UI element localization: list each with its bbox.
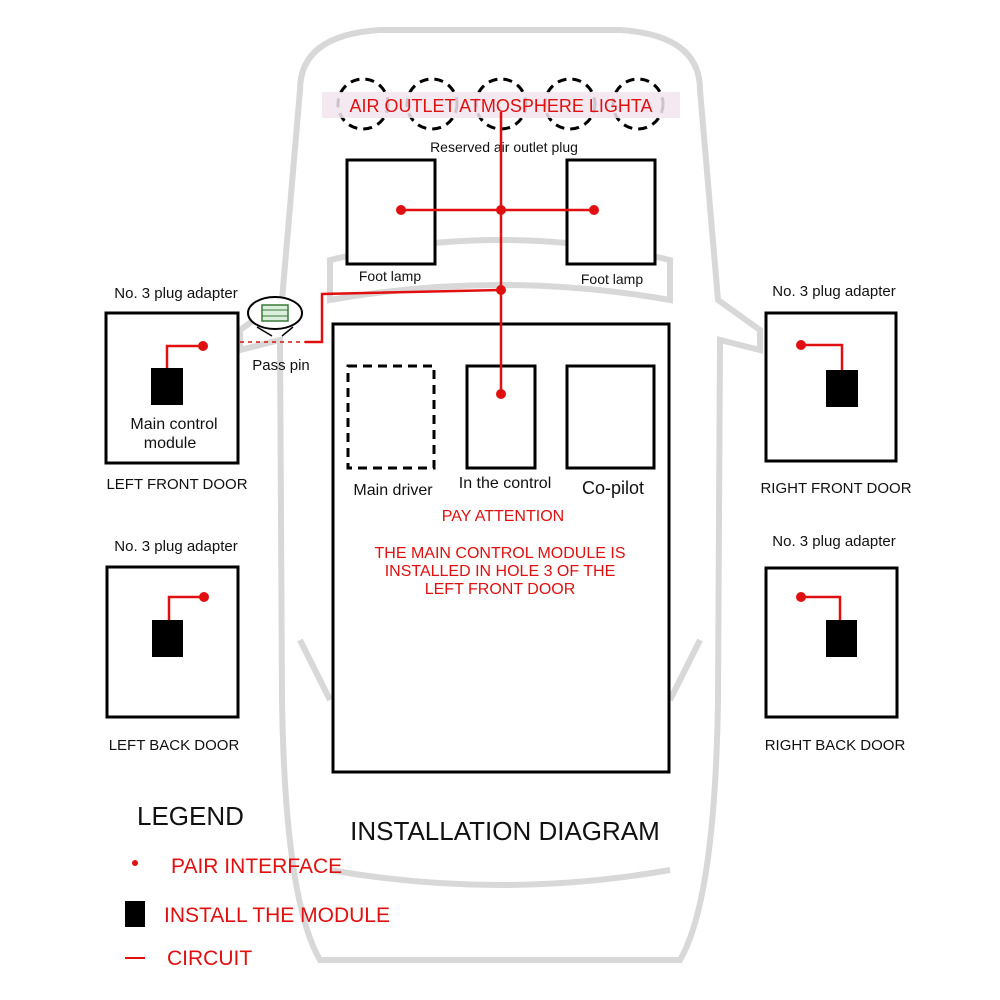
left-foot-lamp-box — [345, 158, 437, 266]
reserved-plug-label: Reserved air outlet plug — [430, 139, 578, 155]
note-line-3: LEFT FRONT DOOR — [425, 581, 576, 598]
note-line-2: INSTALLED IN HOLE 3 OF THE — [385, 563, 616, 580]
left-back-module — [152, 620, 183, 657]
right-foot-lamp-label: Foot lamp — [581, 271, 643, 287]
right-front-interface — [796, 340, 806, 350]
legend-install-module-label: INSTALL THE MODULE — [164, 904, 390, 927]
pay-attention-label: PAY ATTENTION — [442, 508, 564, 525]
main-driver-box — [346, 364, 436, 470]
diagram-title: INSTALLATION DIAGRAM — [350, 816, 660, 846]
pass-pin-connector — [240, 296, 305, 343]
right-back-door-caption: RIGHT BACK DOOR — [765, 737, 906, 754]
left-front-interface — [198, 341, 208, 351]
main-driver-label: Main driver — [353, 482, 433, 499]
center-junction — [496, 205, 506, 215]
legend: LEGEND PAIR INTERFACE INSTALL THE MODULE… — [125, 801, 390, 970]
right-foot-lamp-interface — [589, 205, 599, 215]
left-back-adapter-label: No. 3 plug adapter — [114, 538, 237, 555]
right-back-module — [826, 620, 857, 657]
right-back-interface — [796, 592, 806, 602]
pass-pin-label: Pass pin — [252, 357, 310, 374]
left-front-module — [151, 368, 183, 405]
pass-pin-junction — [496, 285, 506, 295]
left-foot-lamp-interface — [396, 205, 406, 215]
left-front-door-caption: LEFT FRONT DOOR — [106, 476, 247, 493]
left-back-interface — [199, 592, 209, 602]
right-front-adapter-label: No. 3 plug adapter — [772, 283, 895, 300]
legend-module-swatch — [125, 901, 145, 927]
right-foot-lamp-box — [565, 158, 657, 266]
right-front-module — [826, 370, 858, 407]
right-back-door-box — [764, 566, 899, 719]
left-foot-lamp-label: Foot lamp — [359, 268, 421, 284]
co-pilot-box — [565, 364, 656, 470]
right-front-door-caption: RIGHT FRONT DOOR — [760, 480, 911, 497]
legend-pair-interface-label: PAIR INTERFACE — [171, 855, 342, 878]
legend-pair-interface-swatch — [132, 860, 138, 866]
main-control-label-1: Main control — [130, 416, 217, 433]
left-front-adapter-label: No. 3 plug adapter — [114, 285, 237, 302]
left-back-door-caption: LEFT BACK DOOR — [109, 737, 240, 754]
legend-circuit-label: CIRCUIT — [167, 947, 252, 970]
legend-title: LEGEND — [137, 801, 244, 831]
in-control-label: In the control — [459, 475, 552, 492]
air-outlet-title: AIR OUTLET ATMOSPHERE LIGHTA — [349, 96, 652, 116]
right-back-adapter-label: No. 3 plug adapter — [772, 533, 895, 550]
main-control-label-2: module — [144, 435, 197, 452]
central-circuit — [305, 112, 599, 399]
in-control-interface — [496, 389, 506, 399]
car-silhouette — [237, 27, 763, 963]
note-line-1: THE MAIN CONTROL MODULE IS — [375, 545, 626, 562]
co-pilot-label: Co-pilot — [582, 478, 644, 498]
